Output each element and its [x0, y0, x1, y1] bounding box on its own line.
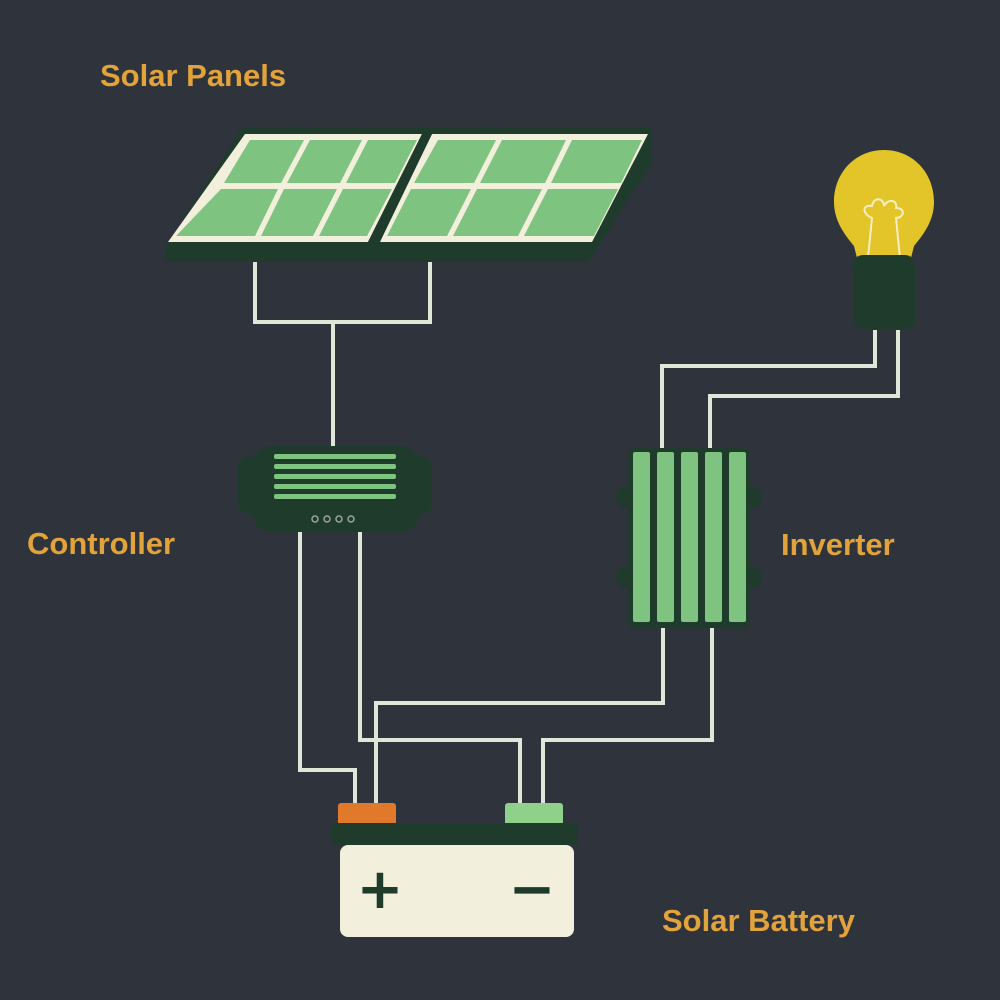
battery-negative-symbol: −: [509, 857, 556, 922]
solar-battery-label: Solar Battery: [662, 903, 855, 938]
inverter-label: Inverter: [781, 527, 895, 562]
charge-controller-icon: [238, 446, 432, 532]
battery-inverter-wire-2: [541, 625, 714, 805]
battery-positive-terminal: [338, 803, 396, 825]
solar-panel-icon: [165, 128, 652, 262]
inverter-icon: [616, 448, 762, 628]
battery-inverter-wire-1: [374, 625, 665, 805]
controller-indicator-dots: [311, 515, 355, 523]
solar-panels-label: Solar Panels: [100, 58, 287, 93]
inverter-bulb-wire-2: [708, 330, 900, 453]
panel-right-cells: [387, 140, 642, 236]
panel-divider: [368, 134, 432, 242]
controller-battery-wire-2: [358, 530, 522, 805]
bulb-base: [853, 255, 915, 329]
panel-wire-loop: [253, 262, 432, 324]
controller-vent-lines: [274, 454, 396, 499]
battery-icon: + −: [332, 803, 578, 937]
bulb-filament: [863, 198, 904, 259]
inverter-bulb-wire-1: [660, 330, 877, 453]
battery-body: [340, 845, 574, 937]
battery-top: [332, 823, 578, 845]
inverter-fins: [633, 452, 746, 622]
panel-left-cells: [176, 140, 417, 236]
light-bulb-icon: [834, 150, 934, 329]
battery-negative-terminal: [505, 803, 563, 825]
wires: [253, 262, 900, 805]
controller-label: Controller: [27, 526, 176, 561]
battery-positive-symbol: +: [357, 857, 404, 922]
controller-battery-wire-1: [298, 530, 357, 805]
